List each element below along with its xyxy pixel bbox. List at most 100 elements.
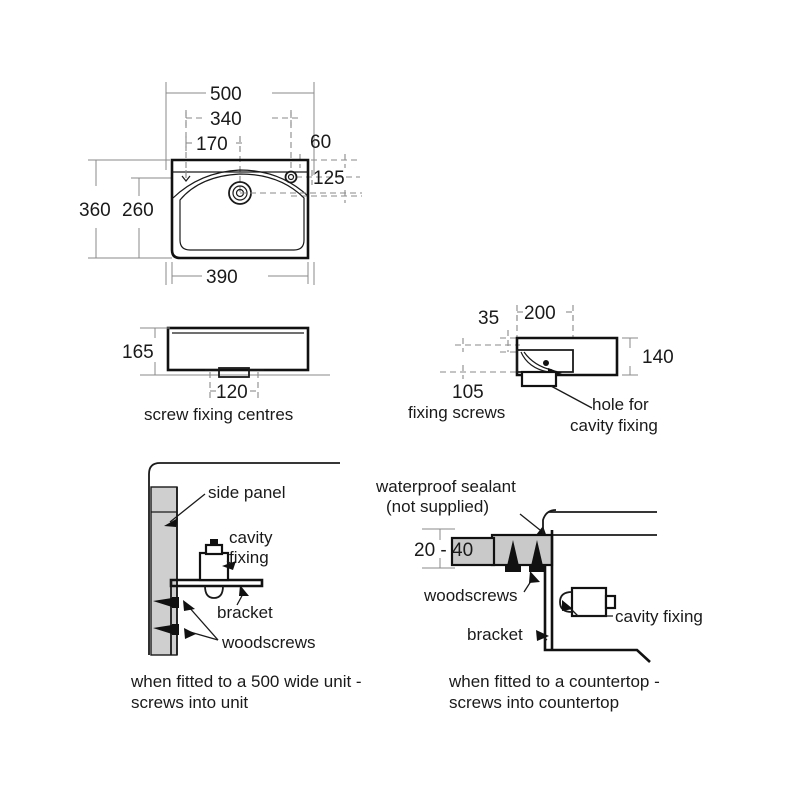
dimension-165: 165 [122,327,170,376]
side-view-caption: fixing screws [408,403,505,422]
bracket-label: bracket [217,603,273,622]
side-view-bowl-box [516,349,574,373]
woodscrew-leader-2 [189,631,219,641]
unit-cavity-fixing-toggle [204,585,224,599]
side-screw-marks [440,338,520,379]
countertop-bracket-arrowhead [536,630,549,641]
unit-detail-caption-line1: when fitted to a 500 wide unit - [130,672,362,691]
sealant-label-line2: (not supplied) [386,497,489,516]
front-view-body [166,326,310,372]
countertop-cavity-fixing-label: cavity fixing [615,607,703,626]
side-panel-leader [169,493,206,523]
dimension-170-label: 170 [196,134,228,155]
woodscrew-lower-head [172,624,179,635]
side-panel-arrowhead [164,518,178,527]
dimension-200-label: 200 [524,303,556,324]
cavity-fixing-label-line2: fixing [229,548,269,567]
dimension-20-40-label: 20 - 40 [414,540,473,561]
tap-hole [284,170,298,184]
countertop-slab-left [450,536,496,567]
woodscrew-arrowhead-2 [184,628,196,639]
countertop-woodscrew-1 [507,540,519,566]
countertop-slab [490,533,554,567]
dimension-125: 125 [291,168,362,203]
side-panel-label: side panel [208,483,286,502]
dimension-360: 360 [79,159,111,259]
countertop-woodscrew-2 [531,540,543,566]
cavity-fixing-label-line1: cavity [229,528,273,547]
countertop-cavity-fixing-body [570,586,608,618]
unit-cavity-fixing-head [210,539,218,546]
cavity-fixing-arrowhead [222,561,236,570]
dimension-105-label: 105 [452,382,484,403]
side-view-body [515,336,619,377]
dimension-60: 60 [291,132,360,168]
fitted-to-unit-detail: side panel cavity fixing bracket woodscr… [130,462,362,712]
side-view-waste-dot [543,360,549,366]
dimension-500: 500 [165,84,315,105]
hole-callout-line2: cavity fixing [570,416,658,435]
woodscrew-arrowhead-1 [183,600,195,611]
hole-callout-line1: hole for [592,395,649,414]
woodscrew-upper-head [172,597,179,608]
dimension-35-label: 35 [478,308,499,329]
front-fixing-lug [218,367,250,378]
dimension-170: 170 [185,134,246,155]
woodscrew-lower-shaft [153,625,172,634]
countertop-cavity-fixing-toggle [559,591,573,613]
woodscrew-upper-shaft [153,598,172,607]
hole-callout-leader [550,385,593,409]
sealant-label-line1: waterproof sealant [375,477,516,496]
countertop-woodscrews [505,540,545,572]
countertop-cavity-arrowhead [562,600,573,611]
basin-front-view: 165 120 screw fixing centres [122,326,330,424]
dimension-35: 35 [478,308,516,353]
basin-plan-view: 500 340 170 [79,82,362,288]
dimension-20-40: 20 - 40 [414,528,473,569]
dimension-260: 260 [122,177,154,259]
unit-woodscrews [153,597,179,635]
countertop-woodscrews-label: woodscrews [423,586,518,605]
countertop-basin-profile [542,509,657,536]
dimension-200: 200 [516,303,574,324]
basin-side-view: 35 200 [408,303,674,435]
woodscrews-label: woodscrews [221,633,316,652]
dimension-165-label: 165 [122,342,154,363]
dimension-260-label: 260 [122,200,154,221]
bracket-arrowhead [239,585,249,596]
fitted-to-countertop-detail: waterproof sealant (not supplied) [375,477,703,712]
waste-outlet-mid [232,185,248,201]
unit-cavity-fixing-collar [204,543,224,556]
dimension-120-label: 120 [216,382,248,403]
countertop-detail-caption-line2: screws into countertop [449,693,619,712]
countertop-cavity-fixing-stud [604,594,617,610]
dimension-390: 390 [171,262,309,288]
unit-top-profile [148,462,340,655]
countertop-woodscrew-2-head [529,566,545,572]
dimension-340-label: 340 [210,109,242,130]
sealant-leader [519,513,541,531]
dimension-390-label: 390 [206,267,238,288]
dimension-500-label: 500 [210,84,242,105]
dimension-120: 120 [209,372,259,403]
dimension-125-label: 125 [313,168,345,189]
left-hole-arrow [181,175,191,182]
countertop-woodscrews-arrowhead [529,571,540,583]
countertop-bracket [543,565,651,663]
dimension-140-label: 140 [642,347,674,368]
woodscrew-leader-1 [187,605,219,641]
unit-detail-caption-line2: screws into unit [131,693,248,712]
dimension-60-label: 60 [310,132,331,153]
countertop-detail-caption-line1: when fitted to a countertop - [448,672,660,691]
basin-inner-bowl [179,173,305,251]
dimension-140: 140 [622,337,674,376]
countertop-bracket-label: bracket [467,625,523,644]
basin-outline [170,158,310,260]
dimension-340: 340 [185,109,300,130]
dimension-360-label: 360 [79,200,111,221]
tap-hole-inner [287,173,295,181]
side-view-fixing-boss [520,370,558,388]
countertop-woodscrew-1-head [505,566,521,572]
